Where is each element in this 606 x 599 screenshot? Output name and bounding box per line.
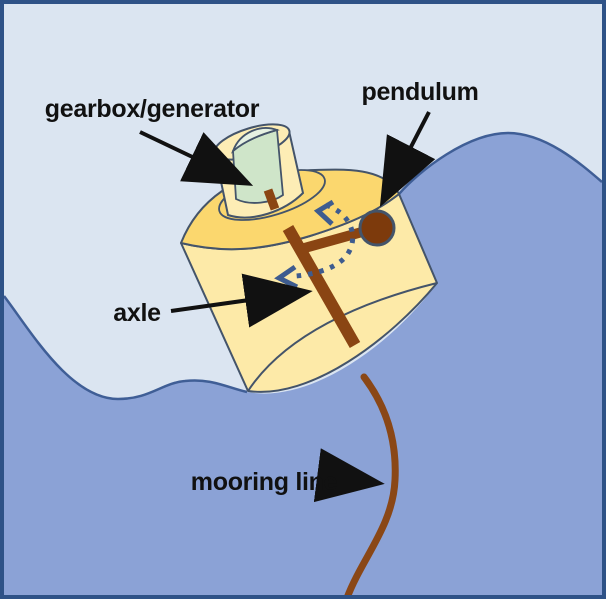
- label-pendulum: pendulum: [361, 78, 478, 106]
- pendulum-callout-arrow: [379, 111, 436, 208]
- label-mooring-line: mooring line: [191, 468, 338, 496]
- sea-water: [4, 133, 602, 596]
- mooring-line-path: [343, 373, 399, 599]
- label-axle: axle: [113, 299, 161, 327]
- label-gearbox-generator: gearbox/generator: [45, 95, 260, 123]
- gearbox-callout-arrow: [139, 130, 254, 186]
- pendulum-arm: [299, 227, 364, 254]
- axle-shaft: [282, 225, 361, 348]
- buoy-bottom-rim: [247, 282, 438, 392]
- axle-callout-arrow: [170, 273, 313, 328]
- pendulum-bob: [358, 209, 396, 247]
- wave-trough-line: [3, 295, 248, 401]
- axle-upper-stub: [263, 188, 280, 211]
- mooring-callout-arrow: [313, 448, 385, 503]
- rotation-arrow-up-icon: [313, 199, 335, 226]
